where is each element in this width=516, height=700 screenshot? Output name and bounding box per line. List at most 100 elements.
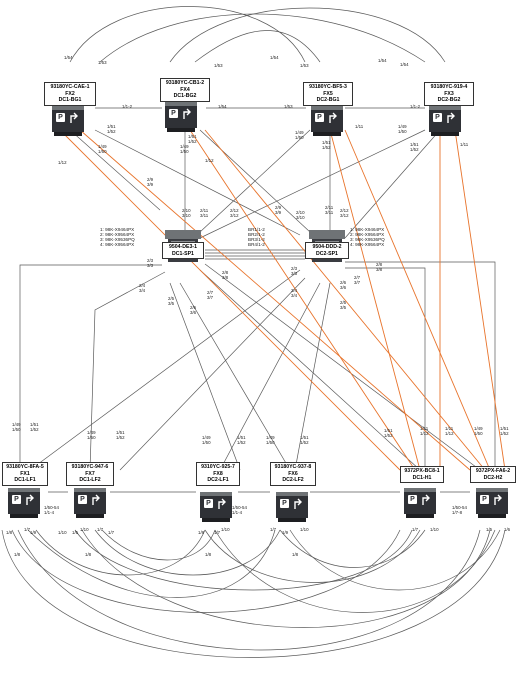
arrow-icon [183, 108, 191, 119]
port-label: 1/49 [398, 124, 407, 129]
device-label-fx5[interactable]: 93180YC-BF5-3 FX5 DC2-BG1 [303, 82, 353, 106]
device-label-fx3[interactable]: 93180YC-919-4 FX3 DC2-BG2 [424, 82, 474, 106]
port-label: 3/12 [340, 213, 349, 218]
port-label: 1/1-4 [44, 510, 55, 515]
port-label: 1/8 [292, 552, 299, 557]
port-label: 1/54 [270, 55, 279, 60]
port-label: 1/50 [87, 435, 96, 440]
link-fx2-sp1 [69, 129, 161, 211]
p-icon: P [56, 113, 65, 122]
device-label-h2[interactable]: 9372PX-FA6-2 DC2-H2 [470, 466, 516, 484]
port-label: 3/8 [376, 267, 383, 272]
link-fx2-sp2 [94, 129, 301, 236]
port-label: 1/8 [85, 552, 92, 557]
port-label: 1/11 [460, 142, 469, 147]
device-label-fx6[interactable]: 93180YC-937-8 FX6 DC2-LF2 [270, 462, 316, 486]
port-label: 1/5 [486, 527, 493, 532]
switch-fx4[interactable]: P [165, 102, 197, 132]
port-label: 1/5 [72, 530, 79, 535]
port-label: 1/6 [504, 527, 511, 532]
port-label: 1/9 [282, 530, 289, 535]
device-label-fx2[interactable]: 93180YC-CAE-1 FX2 DC1-BG1 [44, 82, 96, 106]
port-label: 1/52 [500, 431, 509, 436]
port-label: 1/49 [12, 422, 21, 427]
switch-h1[interactable]: P [404, 488, 436, 518]
port-label: 1/11 [355, 124, 364, 129]
port-label: 1/53 [300, 63, 309, 68]
port-label: 1/10 [80, 527, 89, 532]
switch-fx7[interactable]: P [74, 488, 106, 518]
port-label: 1/7 [270, 527, 277, 532]
device-label-sp2[interactable]: 9504-DDD-2 DC2-SP1 [305, 242, 349, 260]
arrow-icon [422, 494, 430, 505]
port-label: 2/3 [291, 266, 298, 271]
port-label: 3/11 [200, 213, 209, 218]
port-label: 1/7 [412, 527, 419, 532]
switch-fx5[interactable]: P [311, 106, 343, 136]
switch-fx1[interactable]: P [8, 488, 40, 518]
port-label: 3/7 [207, 295, 214, 300]
port-label: 2/6 [190, 305, 197, 310]
port-label: 1/7-8 [452, 510, 463, 515]
port-label: 2/6 [340, 280, 347, 285]
port-label: 1/12 [205, 158, 214, 163]
port-label: 2/5 [168, 296, 175, 301]
port-label: 3/4 [291, 293, 298, 298]
port-label: 1/10 [58, 530, 67, 535]
port-label: 2/10 [296, 210, 305, 215]
device-label-fx8[interactable]: 9310YC-925-7 FX8 DC2-LF1 [196, 462, 240, 486]
port-label: 1/54 [218, 104, 227, 109]
port-label: 3/9 [275, 210, 282, 215]
port-label: 1/51 [300, 435, 309, 440]
port-label: 2/7 [207, 290, 214, 295]
port-label: 1/51 [410, 142, 419, 147]
port-label: 3/6 [190, 310, 197, 315]
p-icon: P [433, 113, 442, 122]
arrow-icon [92, 494, 100, 505]
port-label: 2/8 [376, 262, 383, 267]
port-label: 3/10 [296, 215, 305, 220]
port-label: 1/8 [14, 552, 21, 557]
device-label-sp1[interactable]: 9504-DE3-1 DC1-SP1 [162, 242, 204, 260]
switch-h2[interactable]: P [476, 488, 508, 518]
port-label: 3/12 [230, 213, 239, 218]
switch-fx3[interactable]: P [429, 106, 461, 136]
port-label: 1/1-4 [232, 510, 243, 515]
link-fx5-sp1 [199, 129, 311, 233]
port-label: 1/52 [322, 145, 331, 150]
link-fx4-fx5 [194, 30, 321, 63]
port-label: 1/50 [12, 427, 21, 432]
device-label-fx4[interactable]: 93180YC-CB1-2 FX4 DC1-BG2 [160, 78, 210, 102]
port-label: 1/49 [180, 144, 189, 149]
port-label: 3/10 [182, 213, 191, 218]
port-label: 1/50 [98, 149, 107, 154]
port-label: 2/7 [354, 275, 361, 280]
port-label: 1/54 [400, 62, 409, 67]
port-label: 1/53 [98, 60, 107, 65]
device-label-fx1[interactable]: 93180YC-8FA-5 FX1 DC1-LF1 [2, 462, 48, 486]
port-label: 3/11 [325, 210, 334, 215]
arrow-icon [329, 112, 337, 123]
port-label: 1/50-54 [44, 505, 59, 510]
port-label: 3/6 [340, 285, 347, 290]
port-label: 1/52 [410, 147, 419, 152]
port-label: 1/10 [430, 527, 439, 532]
port-label: 1/51 [500, 426, 509, 431]
port-label: 2/5 [340, 300, 347, 305]
port-label: 1/54 [378, 58, 387, 63]
port-label: 1/50-54 [452, 505, 467, 510]
device-label-fx7[interactable]: 93180YC-947-6 FX7 DC1-LF2 [66, 462, 114, 486]
link-fx2-fx3 [99, 13, 426, 63]
switch-fx6[interactable]: P [276, 492, 308, 522]
port-label: 1/52 [300, 440, 309, 445]
port-label: 1/51 [116, 430, 125, 435]
port-label: 1/52 [384, 433, 393, 438]
arrow-icon [26, 494, 34, 505]
switch-fx8[interactable]: P [200, 492, 232, 522]
device-label-h1[interactable]: 9372PX-BC8-1 DC1-H1 [400, 466, 444, 484]
switch-fx2[interactable]: P [52, 106, 84, 136]
port-label: 1/10 [221, 527, 230, 532]
